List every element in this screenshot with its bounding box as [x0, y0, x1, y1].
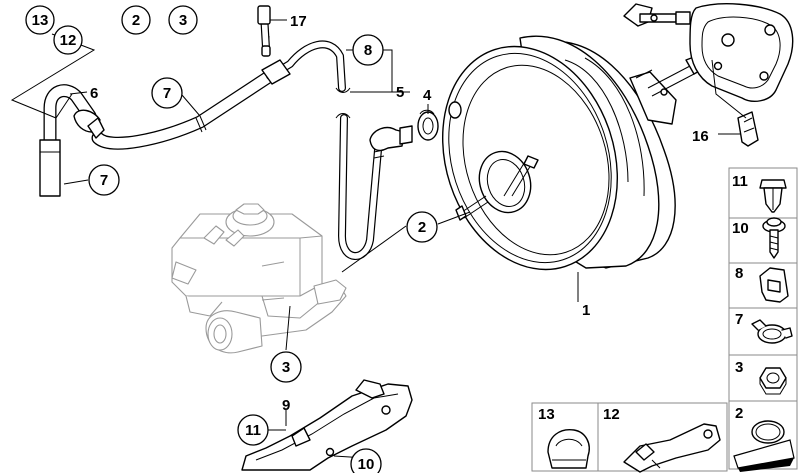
- svg-text:17: 17: [290, 13, 307, 30]
- label-5[interactable]: 5: [396, 84, 404, 101]
- svg-text:10: 10: [732, 220, 749, 237]
- svg-text:2: 2: [418, 219, 426, 236]
- legend-item-12[interactable]: 12: [603, 406, 721, 473]
- svg-text:16: 16: [692, 128, 709, 145]
- hex-nut-icon: [759, 367, 787, 395]
- clip-clamp-icon: [547, 429, 590, 469]
- svg-text:12: 12: [603, 406, 620, 423]
- label-4[interactable]: 4: [423, 87, 432, 104]
- svg-text:7: 7: [735, 311, 743, 328]
- svg-text:3: 3: [282, 359, 290, 376]
- legend-item-11[interactable]: 11: [732, 173, 787, 213]
- legend-item-10[interactable]: 10: [732, 217, 786, 259]
- vacuum-line-lower: [335, 87, 413, 260]
- label-17[interactable]: 17: [290, 13, 307, 30]
- screw-icon: [762, 217, 786, 259]
- elbow-hose: [39, 84, 105, 197]
- svg-text:6: 6: [90, 85, 98, 102]
- svg-text:8: 8: [735, 265, 743, 282]
- legend-item-7[interactable]: 7: [735, 311, 793, 344]
- svg-text:13: 13: [538, 406, 555, 423]
- callout-11-low[interactable]: 11: [237, 414, 269, 446]
- legend-item-8[interactable]: 8: [735, 265, 789, 303]
- svg-text:11: 11: [732, 173, 748, 190]
- svg-text:2: 2: [132, 12, 140, 29]
- expanding-rivet-icon: [759, 179, 787, 213]
- svg-text:4: 4: [423, 87, 432, 104]
- callout-7-low[interactable]: 7: [88, 164, 120, 196]
- callout-3-low[interactable]: 3: [270, 351, 302, 383]
- callout-8[interactable]: 8: [352, 34, 384, 66]
- o-ring-icon: [751, 420, 785, 444]
- check-valve: [417, 109, 439, 141]
- callout-3-top[interactable]: 3: [168, 5, 198, 35]
- label-16[interactable]: 16: [692, 128, 709, 145]
- vacuum-line-upper: [91, 40, 346, 150]
- callout-13[interactable]: 13: [25, 5, 55, 35]
- hose-clamp-icon: [751, 319, 793, 344]
- svg-text:7: 7: [163, 85, 171, 102]
- master-cylinder-reservoir: [171, 203, 347, 354]
- legend-item-2[interactable]: 2: [733, 405, 795, 472]
- label-1[interactable]: 1: [582, 302, 590, 319]
- legend-item-13[interactable]: 13: [538, 406, 590, 469]
- arrow-marker-icon: [733, 439, 795, 472]
- callout-10-low[interactable]: 10: [350, 448, 382, 473]
- holder-bracket-icon: [623, 423, 721, 473]
- retaining-clip: [737, 111, 759, 147]
- svg-text:10: 10: [358, 456, 375, 473]
- callout-2-top[interactable]: 2: [121, 5, 151, 35]
- label-6[interactable]: 6: [90, 85, 98, 102]
- brake-booster: [441, 35, 709, 271]
- svg-text:3: 3: [179, 12, 187, 29]
- pushrod-fork: [623, 3, 691, 27]
- svg-text:2: 2: [735, 405, 743, 422]
- legend-item-3[interactable]: 3: [735, 359, 787, 395]
- holder-bracket-9: [241, 379, 413, 471]
- svg-text:3: 3: [735, 359, 743, 376]
- svg-text:7: 7: [100, 172, 108, 189]
- side-legend: [728, 167, 798, 470]
- svg-text:5: 5: [396, 84, 404, 101]
- rubber-grommet-icon: [759, 267, 789, 303]
- svg-text:13: 13: [32, 12, 49, 29]
- svg-text:11: 11: [245, 422, 261, 439]
- svg-text:9: 9: [282, 397, 290, 414]
- svg-text:12: 12: [60, 32, 77, 49]
- svg-text:1: 1: [582, 302, 590, 319]
- callout-7-mid[interactable]: 7: [151, 77, 183, 109]
- svg-text:8: 8: [364, 42, 372, 59]
- mounting-gasket: [689, 3, 794, 102]
- label-9[interactable]: 9: [282, 397, 290, 414]
- callout-12[interactable]: 12: [53, 25, 83, 55]
- pipe-17: [257, 5, 271, 57]
- callout-2-mid[interactable]: 2: [406, 211, 438, 243]
